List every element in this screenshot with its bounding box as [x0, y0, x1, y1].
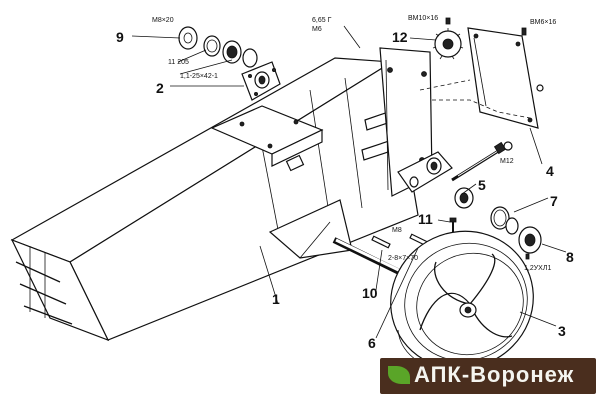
spec-weight: 6,65 Г — [312, 17, 332, 24]
bolt-part-5 — [451, 141, 513, 182]
callout-11: 11 — [418, 211, 433, 227]
spec-m8: М8 — [392, 227, 402, 234]
spec-chain: 1,2УХЛ1 — [524, 265, 551, 272]
callout-10: 10 — [362, 285, 378, 301]
hub-part-8 — [518, 226, 542, 260]
spec-bolt-m8x20: М8×20 — [152, 17, 174, 24]
cover-plate-part-2 — [241, 61, 281, 101]
leader-lines — [131, 25, 567, 339]
spec-bm10x16: ВМ10×16 — [408, 15, 438, 22]
watermark-text: АПК-Воронеж — [414, 362, 575, 387]
sprocket-part-12 — [432, 17, 464, 60]
spec-labels: М8×20 11 205 1,1-25×42-1 6,65 Г М6 ВМ10×… — [152, 15, 556, 272]
spec-bm6x16: ВМ6×16 — [530, 19, 556, 26]
pulley-part-3 — [390, 230, 534, 371]
mounting-plate — [210, 105, 324, 167]
bearing-group-9 — [178, 26, 258, 68]
spec-m12: М12 — [500, 158, 514, 165]
callout-6: 6 — [368, 335, 376, 351]
bearing-near-5 — [454, 187, 474, 209]
callout-8: 8 — [566, 249, 574, 265]
spec-key: 2-8×7×70 — [388, 255, 418, 262]
leaf-icon — [388, 366, 410, 384]
callout-4: 4 — [546, 163, 554, 179]
tensioner-bracket — [397, 151, 453, 193]
callout-1: 1 — [272, 291, 280, 307]
callout-numbers: 9 2 12 4 5 7 8 3 1 10 6 11 — [116, 29, 574, 351]
callout-2: 2 — [156, 80, 164, 96]
callout-9: 9 — [116, 29, 124, 45]
callout-7: 7 — [550, 193, 558, 209]
spec-seal: 1,1-25×42-1 — [180, 73, 218, 80]
callout-5: 5 — [478, 177, 486, 193]
housing-part-1 — [10, 47, 433, 342]
ring-part-7 — [490, 206, 519, 235]
callout-12: 12 — [392, 29, 408, 45]
callout-3: 3 — [558, 323, 566, 339]
guard-plate-part-4 — [419, 27, 544, 129]
spec-bearing-11205: 11 205 — [168, 59, 189, 66]
watermark-logo: АПК-Воронеж — [380, 358, 596, 394]
spec-m6: М6 — [312, 26, 322, 33]
